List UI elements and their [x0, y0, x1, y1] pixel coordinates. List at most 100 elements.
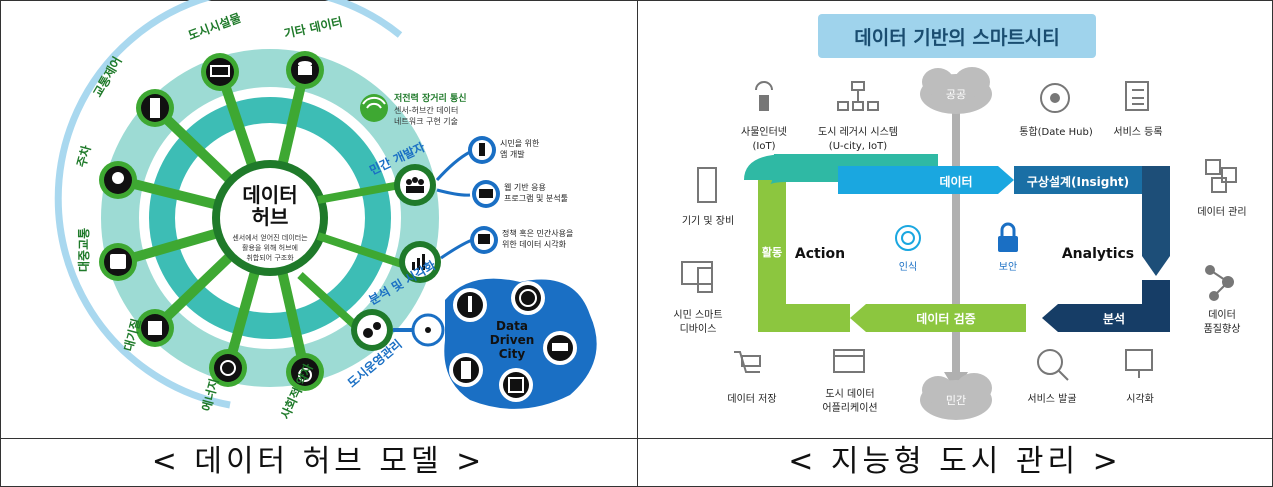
ddc-line2: Driven	[490, 333, 535, 347]
clock-icon	[511, 281, 545, 315]
label-infra: 도시시설물	[186, 10, 243, 43]
lock-icon	[998, 222, 1018, 252]
item-quality-2: 품질향상	[1204, 323, 1241, 335]
spoke-icons	[99, 51, 324, 391]
item-service-reg: 서비스 등록	[1113, 126, 1162, 138]
item-discover: 서비스 발굴	[1027, 393, 1076, 405]
infra-icon	[201, 53, 239, 91]
hub-desc-2: 활용을 위해 허브에	[242, 243, 298, 252]
item-app-2: 어플리케이션	[822, 402, 877, 414]
item-citizen-2: 디바이스	[680, 323, 717, 335]
private-cloud	[920, 373, 992, 420]
label-transit: 대중교통	[76, 228, 91, 272]
ddc-line3: City	[499, 347, 526, 361]
item-app-1: 도시 데이터	[825, 388, 874, 400]
hub-title-1: 데이터	[242, 183, 297, 207]
item-quality-1: 데이터	[1208, 309, 1236, 321]
inner-teal-ring	[149, 97, 391, 339]
molecule-icon	[1205, 265, 1234, 301]
air-quality-icon	[136, 309, 174, 347]
item-visual: 시각화	[1126, 393, 1154, 405]
action-label: Action	[795, 246, 845, 262]
hub-title-2: 허브	[252, 205, 289, 229]
page-title: 데이터 기반의 스마트시티	[854, 27, 1060, 49]
energy-icon	[209, 349, 247, 387]
signal-icon	[449, 353, 483, 387]
smartphone-icon	[681, 261, 713, 293]
outer-teal-ring	[101, 49, 439, 387]
hub-desc-1: 센서에서 얻어진 데이터는	[232, 233, 308, 242]
data-bar	[838, 166, 998, 194]
monitor-icon	[472, 180, 500, 208]
parking-icon	[99, 161, 137, 199]
hub-desc-3: 취합되어 구조화	[246, 253, 294, 262]
checklist-icon	[1125, 81, 1149, 111]
item-citizen-1: 시민 스마트	[673, 309, 722, 321]
private-label: 민간	[946, 394, 966, 407]
fingerprint-icon	[895, 225, 921, 251]
cycle-use: 활동	[762, 245, 782, 259]
presentation-icon	[470, 226, 498, 254]
analytics-label: Analytics	[1062, 246, 1134, 262]
caption-divider-left	[0, 438, 637, 439]
lpwa-line1: 센서-허브간 데이터	[394, 105, 458, 115]
out-web1: 웹 기반 응용	[504, 183, 546, 192]
caption-left: < 데이터 허브 모델 >	[151, 444, 486, 479]
legacy-system-icon	[837, 81, 879, 111]
public-cloud	[920, 67, 992, 114]
right-bar	[1142, 166, 1170, 256]
out-app2: 앱 개발	[500, 149, 525, 159]
lpwa-title: 저전력 장거리 통신	[394, 92, 467, 104]
item-legacy-1: 도시 레거시 시스템	[818, 126, 898, 138]
item-hub: 통합(Date Hub)	[1019, 126, 1093, 138]
traffic-light-icon	[136, 89, 174, 127]
visualization-icon	[1125, 349, 1153, 378]
phone-icon	[468, 136, 496, 164]
cycle-data: 데이터	[939, 174, 972, 189]
item-device: 기기 및 장비	[682, 215, 734, 227]
broadcast-icon	[411, 313, 445, 347]
cycle-verify: 데이터 검증	[916, 311, 975, 326]
app-window-icon	[833, 349, 865, 373]
truck-icon	[543, 331, 577, 365]
hub-icon	[1040, 83, 1070, 113]
developer-icon	[394, 164, 436, 206]
caption-divider-right	[638, 438, 1273, 439]
out-web2: 프로그램 및 분석툴	[504, 193, 568, 203]
data-hub-diagram: 데이터 허브 센서에서 얻어진 데이터는 활용을 위해 허브에 취합되어 구조화…	[54, 0, 597, 421]
globe-search-icon	[1037, 349, 1069, 381]
lpwa-line2: 네트워크 구현 기술	[394, 116, 458, 126]
cycle-analysis: 분석	[1103, 312, 1125, 326]
verify-bar	[866, 304, 1026, 332]
outer-arc	[54, 0, 403, 409]
cart-icon	[734, 351, 761, 373]
sensor-icon	[499, 368, 533, 402]
design-bar	[1014, 166, 1142, 194]
chart-icon	[399, 241, 441, 283]
smart-city-diagram: 데이터 기반의 스마트시티 공공 민간 데이터 구상설계(Insight) 분석…	[673, 14, 1247, 420]
security-label: 보안	[999, 261, 1017, 273]
panel-divider	[637, 0, 638, 487]
item-iot-2: (IoT)	[753, 141, 776, 152]
label-parking: 주차	[73, 144, 93, 169]
cube-network-icon	[1205, 159, 1237, 193]
item-storage: 데이터 저장	[727, 393, 776, 405]
recognize-label: 인식	[899, 261, 917, 273]
public-label: 공공	[946, 88, 966, 101]
item-data-mgmt: 데이터 관리	[1197, 206, 1246, 218]
wheelchair-icon	[286, 353, 324, 391]
item-iot-1: 사물인터넷	[741, 126, 787, 138]
hub-core	[220, 168, 320, 268]
caption-right: < 지능형 도시 관리 >	[788, 444, 1122, 479]
use-bar	[758, 168, 786, 318]
tower-icon	[453, 288, 487, 322]
item-legacy-2: (U-city, IoT)	[829, 141, 887, 152]
out-app1: 시민을 위한	[500, 138, 540, 148]
title-box	[818, 14, 1096, 58]
label-other: 기타 데이터	[283, 14, 344, 41]
out-viz2: 위한 데이터 시각화	[502, 239, 567, 249]
cycle-design: 구상설계(Insight)	[1027, 174, 1129, 189]
database-icon	[286, 51, 324, 89]
out-viz1: 정책 혹은 민간사용을	[502, 228, 573, 238]
bus-icon	[99, 243, 137, 281]
